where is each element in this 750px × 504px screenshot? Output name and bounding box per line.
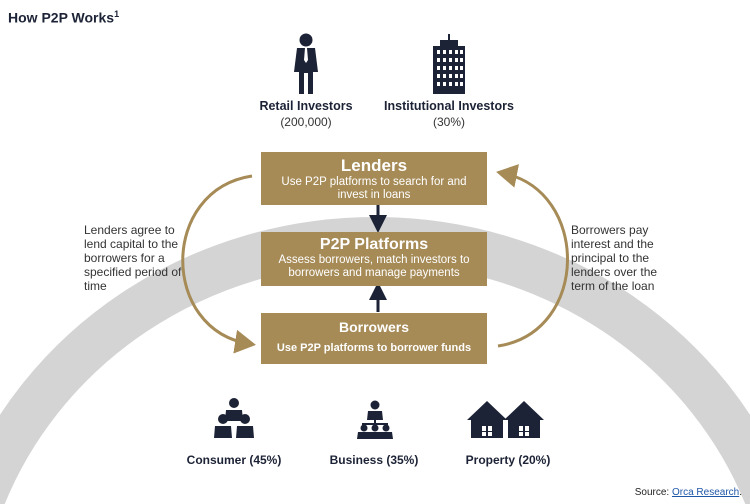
- business-label: Business (35%): [329, 453, 419, 467]
- property-label: Property (20%): [465, 453, 551, 467]
- person-icon: [294, 33, 318, 94]
- institutional-investors-value: (30%): [432, 115, 465, 129]
- page-title: How P2P Works1: [8, 9, 120, 26]
- left-flow-arrow: [181, 174, 256, 354]
- lenders-box: Lenders Use P2P platforms to search for …: [261, 152, 487, 205]
- group-icon: [214, 398, 254, 438]
- houses-icon: [467, 401, 544, 438]
- source-note: Source: Orca Research.: [634, 487, 742, 498]
- borrowers-title: Borrowers: [338, 319, 410, 335]
- platforms-title: P2P Platforms: [319, 236, 429, 253]
- consumer-label: Consumer (45%): [186, 453, 282, 467]
- title-footnote: 1: [114, 9, 120, 19]
- source-link[interactable]: Orca Research: [671, 487, 740, 498]
- retail-investors-label: Retail Investors: [259, 99, 353, 113]
- borrowers-box: Borrowers Use P2P platforms to borrower …: [261, 313, 487, 364]
- borrowers-desc: Use P2P platforms to borrower funds: [276, 342, 472, 354]
- institutional-investors-label: Institutional Investors: [384, 99, 514, 113]
- lenders-title: Lenders: [340, 156, 408, 175]
- right-flow-arrow: [496, 164, 569, 348]
- building-icon: [433, 34, 465, 94]
- org-chart-icon: [357, 400, 393, 439]
- platforms-box: P2P Platforms Assess borrowers, match in…: [261, 232, 487, 286]
- lenders-desc: Use P2P platforms to search for and inve…: [281, 176, 467, 201]
- platforms-desc: Assess borrowers, match investors to bor…: [278, 254, 470, 279]
- retail-investors-value: (200,000): [280, 115, 332, 129]
- left-note: Lenders agree to lend capital to the bor…: [84, 223, 182, 293]
- right-note: Borrowers pay interest and the principal…: [571, 223, 658, 293]
